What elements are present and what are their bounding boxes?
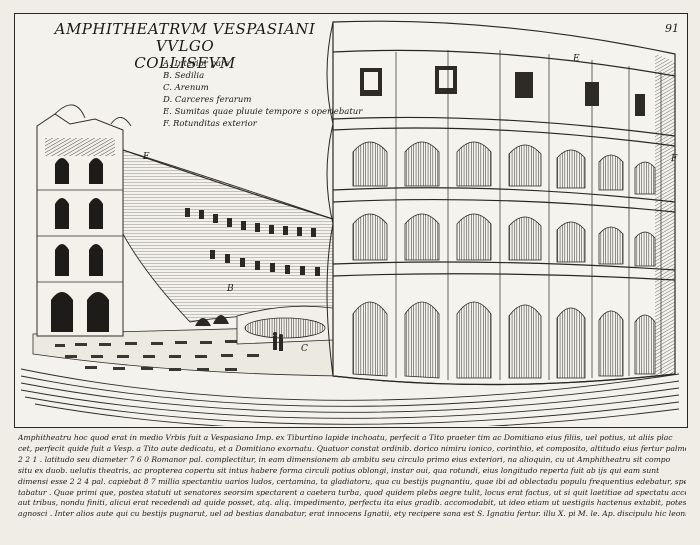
key-letter-c: C — [301, 344, 308, 354]
upper-gallery — [185, 208, 320, 276]
figures — [273, 332, 283, 351]
legend-item-a: A. Interior pars — [163, 59, 230, 69]
legend-item-e: E. Sumitas quae pluuie tempore s operieb… — [163, 107, 363, 117]
caption-text: Amphitheatru hoc quod erat in medio Vrbi… — [18, 433, 686, 520]
key-letter-b: B — [227, 284, 234, 294]
plate-title-line2: COLLISEVM — [134, 54, 236, 72]
exterior-wall — [326, 20, 676, 386]
legend-item-d: D. Carceres ferarum — [163, 95, 252, 105]
engraving-plate: AMPHITHEATRVM VESPASIANI VVLGO COLLISEVM… — [14, 13, 688, 428]
caption-line: Amphitheatru hoc quod erat in medio Vrbi… — [18, 433, 673, 442]
plate-number: 91 — [665, 22, 679, 35]
legend-item-f: F. Rotunditas exterior — [163, 119, 257, 129]
colosseum-illustration — [20, 20, 680, 426]
caption-line: aut tribus, nondu finiti, alicui erat re… — [18, 498, 686, 508]
caption-line: 2 2 1 . latitudo seu diameter 7 6 0 Roma… — [18, 454, 671, 464]
key-letter-e-top: E — [573, 54, 580, 64]
arena-grid — [55, 340, 260, 371]
legend: A. Interior pars B. Sedilia C. Arenum D.… — [163, 58, 362, 130]
caption-line: cet, perfecit quide fuit a Vesp. a Tito … — [18, 443, 686, 453]
caption-line: situ ex duob. uelutis theatris, ac propt… — [18, 465, 660, 475]
base-steps — [20, 368, 680, 426]
key-letter-f: F — [671, 154, 678, 164]
key-letter-e-left: E — [143, 152, 150, 162]
plate-title-line1: AMPHITHEATRVM VESPASIANI VVLGO — [54, 20, 316, 55]
plate-title: AMPHITHEATRVM VESPASIANI VVLGO COLLISEVM — [35, 21, 335, 72]
legend-item-b: B. Sedilia — [163, 71, 205, 81]
caption-line: agnosci . Inter alios aute qui cu bestij… — [18, 509, 686, 519]
legend-item-c: C. Arenum — [163, 83, 209, 93]
left-ruin — [36, 104, 132, 337]
carceres-arch — [244, 317, 326, 339]
caption-line: dimensi esse 2 2 4 pal. capiebat 8 7 mil… — [18, 476, 686, 486]
caption-line: tabatur . Quae primi que, postea statuti… — [18, 487, 686, 497]
